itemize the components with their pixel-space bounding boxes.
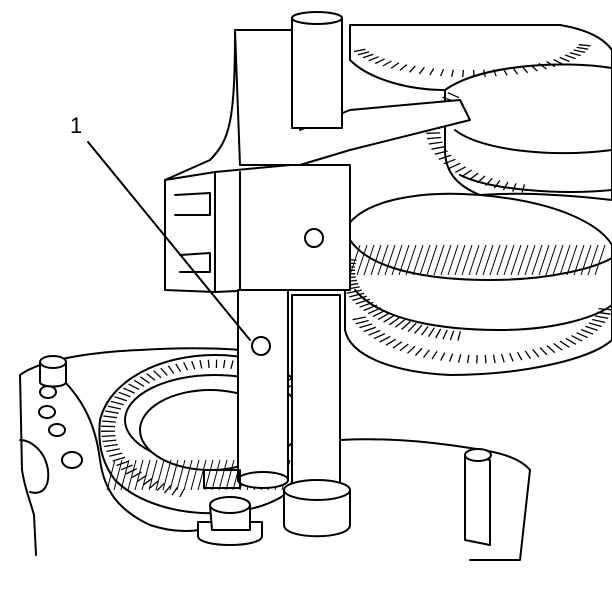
shift-rail-pin-hole: [251, 336, 271, 356]
shift-shaft: [283, 11, 351, 538]
callout-1: 1: [70, 113, 251, 341]
case-hole: [48, 423, 66, 437]
case-hole: [39, 385, 57, 399]
shift-fork-pin-hole: [304, 228, 324, 248]
case-hole: [38, 405, 56, 419]
callout-leader-line: [87, 141, 251, 341]
gear-stack: [344, 24, 612, 376]
transmission-case: [19, 347, 531, 561]
case-hole: [61, 451, 83, 469]
callout-label: 1: [70, 113, 82, 138]
retaining-bolt: [197, 469, 263, 546]
shift-rail: [237, 289, 289, 489]
